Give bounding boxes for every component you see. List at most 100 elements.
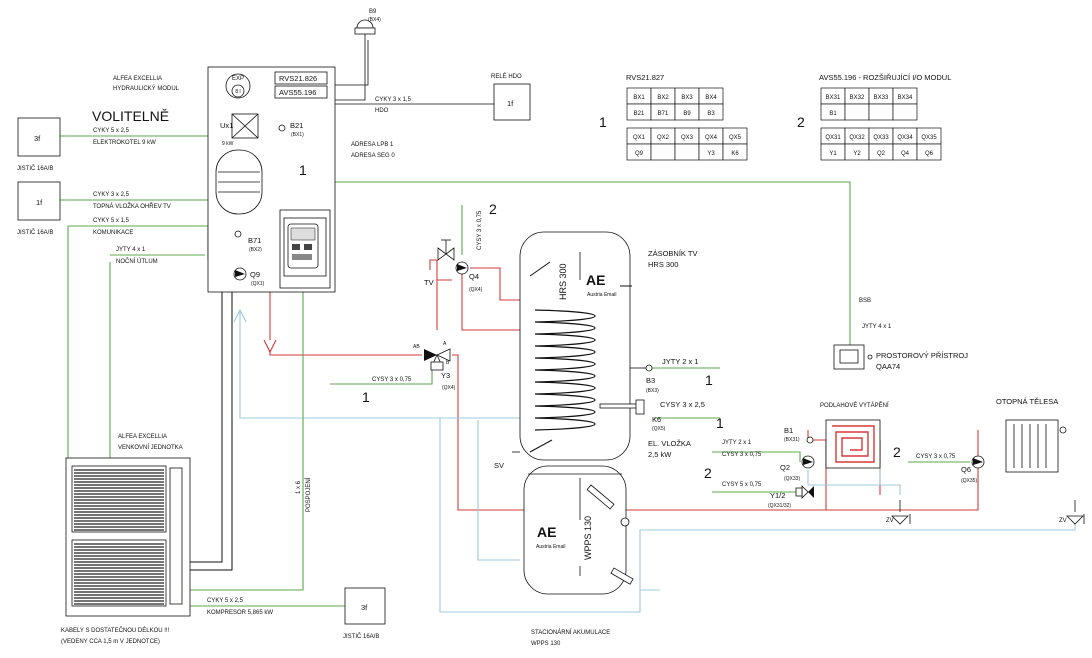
b3-label: B3 — [646, 376, 655, 385]
blue-return-pipes — [233, 308, 1076, 613]
hdo-cable-a: CYKY 3 x 1,5 — [375, 97, 412, 103]
rvs-table-cell-text: QX4 — [705, 135, 718, 141]
avs-table-cell-text: BX34 — [898, 95, 913, 101]
number-k6: 1 — [716, 415, 724, 431]
room-unit-line-1: PROSTOROVÝ PŘÍSTROJ — [876, 351, 968, 360]
pospojeni: 1 x 6 POSPOJENÍ — [296, 477, 312, 512]
tank-acc-caption-2: WPPS 130 — [531, 641, 561, 647]
cable-c3a: CYKY 5 x 1,5 — [93, 218, 130, 224]
tank-acc-vertical: WPPS 130 — [583, 516, 593, 560]
rvs-controller-label: RVS21.826 — [279, 74, 317, 83]
rvs-table-cell-text: Q9 — [635, 151, 644, 157]
hdo-relay: CYKY 3 x 1,5 HDO RELÉ HDO 1f — [375, 73, 531, 121]
cable-tv-cysy: CYSY 3 x 0,75 — [477, 210, 483, 250]
avs-table-cell-text: Q2 — [877, 151, 886, 157]
breaker-2-label: 1f — [36, 198, 43, 207]
q9-label: Q9 — [250, 270, 260, 279]
avs-table-cell-text: Y2 — [853, 151, 861, 157]
volitelne-title: VOLITELNĚ — [92, 108, 169, 124]
breaker-3-label: 3f — [361, 603, 368, 612]
breaker-3f-bottom: 3f JISTIČ 16A/B — [343, 587, 386, 640]
b9-sensor: B9 (BX4) — [354, 9, 381, 35]
b1-label: B1 — [784, 426, 793, 435]
avs-table-cell-text: Q4 — [901, 151, 910, 157]
k6-el-1: EL. VLOŽKA — [648, 439, 691, 448]
address-line-2: ADRESA SEG 0 — [351, 153, 395, 159]
avs-table-cell — [844, 103, 870, 121]
rvs-table-cell-text: QX3 — [681, 135, 694, 141]
drain-valve-2: ZV — [1059, 500, 1085, 525]
tank-tv-vertical: HRS 300 — [558, 263, 568, 300]
rvs-table-cell-text: BX2 — [657, 95, 669, 101]
outdoor-cable-note-1: KABELY S DOSTATEČNOU DÉLKOU !!! — [61, 627, 170, 634]
y3-label: Y3 — [441, 371, 450, 380]
drain-valve-1: ZV — [886, 500, 911, 525]
outdoor-cable-note-2: (VEDENY CCA 1,5 m V JEDNOTCE) — [61, 639, 160, 645]
avs-table-cell-text: Q6 — [925, 151, 934, 157]
tank-tv-title-2: HRS 300 — [648, 260, 678, 269]
b71-sensor-icon — [234, 230, 242, 238]
cable-c1a: CYKY 5 x 2,5 — [93, 128, 130, 134]
radiators-title: OTOPNÁ TĚLESA — [996, 397, 1058, 406]
rvs-table-cell-text: Y3 — [707, 151, 715, 157]
rvs-table-cell — [698, 103, 724, 121]
tank-acc-caption-1: STACIONÁRNÍ AKUMULACE — [531, 629, 610, 636]
rvs-table-cell — [674, 143, 700, 161]
number-center: 1 — [299, 162, 307, 178]
q6-code: (QX35) — [961, 478, 977, 484]
y12-label: Y1/2 — [770, 491, 785, 500]
cable-c4a: JYTY 4 x 1 — [116, 247, 146, 253]
cable-labels-left: CYKY 5 x 2,5 ELEKTROKOTEL 9 kW CYKY 3 x … — [93, 128, 171, 265]
breaker-2-caption: JISTIČ 16A/B — [17, 229, 53, 236]
rvs-table-cell-text: QX1 — [633, 135, 646, 141]
rvs-table-title: RVS21.827 — [626, 73, 664, 82]
pospojeni-b: POSPOJENÍ — [305, 477, 312, 512]
tv-circuit: TV Q4 (QX4) CYSY 3 x 0,75 2 — [424, 201, 497, 293]
avs-table-cell-text: QX33 — [873, 135, 889, 141]
rvs-table-cell — [722, 143, 748, 161]
b9-label: B9 — [369, 9, 377, 15]
number-avs: 2 — [797, 114, 805, 130]
zv-label-2: ZV — [1059, 518, 1067, 524]
cable-valve-cysy: CYSY 3 x 0,75 — [372, 377, 412, 383]
breaker-1f: 1f JISTIČ 16A/B — [17, 181, 61, 236]
q2-code: (QX33) — [784, 476, 800, 482]
rvs-table-cell-text: B71 — [658, 111, 669, 117]
avs-table-cell-text: QX35 — [921, 135, 937, 141]
b71-code: (BX2) — [249, 247, 262, 253]
compressor-cable-b: KOMPRESOR 5,865 kW — [207, 610, 273, 616]
valve-port-ab: AB — [413, 344, 420, 350]
b9-code: (BX4) — [368, 17, 381, 23]
hydraulic-module: ALFEA EXCELLIA HYDRAULICKÝ MODUL EXP 8 l… — [113, 66, 336, 293]
rvs-table-cell — [650, 143, 676, 161]
heat-exchanger-coil — [534, 309, 596, 431]
brand-logo-2: AE — [537, 524, 556, 540]
room-unit-line-2: QAA74 — [876, 362, 900, 371]
avs-table-cell-text: QX34 — [897, 135, 913, 141]
tv-label: TV — [424, 278, 434, 287]
breaker-1-label: 3f — [34, 134, 41, 143]
cable-c2a: CYKY 3 x 2,5 — [93, 192, 130, 198]
outdoor-unit: ALFEA EXCELLIA VENKOVNÍ JEDNOTKA KABELY … — [61, 434, 273, 645]
rele-hdo-label: 1f — [507, 99, 514, 108]
avs-table-cell-text: QX31 — [825, 135, 841, 141]
exp-label: EXP — [232, 76, 244, 82]
k6-code: (QX5) — [652, 426, 666, 432]
rvs-table-cell-text: BX3 — [681, 95, 693, 101]
y3-code: (QX4) — [442, 385, 456, 391]
ux1-sub: 9 kW — [222, 141, 234, 147]
brand-name-2: Austria Email — [536, 544, 565, 550]
cable-floor-jyty: JYTY 2 x 1 — [722, 440, 752, 446]
zv-label-1: ZV — [886, 518, 894, 524]
b1-sensor-icon — [806, 436, 814, 444]
three-way-valve-y3: AB A B Y3 (QX4) CYSY 3 x 0,75 1 — [362, 341, 456, 405]
avs-table-cell-text: BX33 — [874, 95, 889, 101]
number-tv: 2 — [489, 201, 497, 217]
valve-port-b: B — [446, 360, 450, 366]
avs-table-title: AVS55.196 - ROZŠIŘUJÍCÍ I/O MODUL — [819, 73, 951, 82]
cable-bsb: BSB — [859, 298, 871, 304]
number-q2: 2 — [704, 465, 712, 481]
accumulation-tank-wpps130: WPPS 130 AE Austria Email STACIONÁRNÍ AK… — [523, 465, 634, 647]
avs-table-cell-text: B1 — [829, 111, 837, 117]
